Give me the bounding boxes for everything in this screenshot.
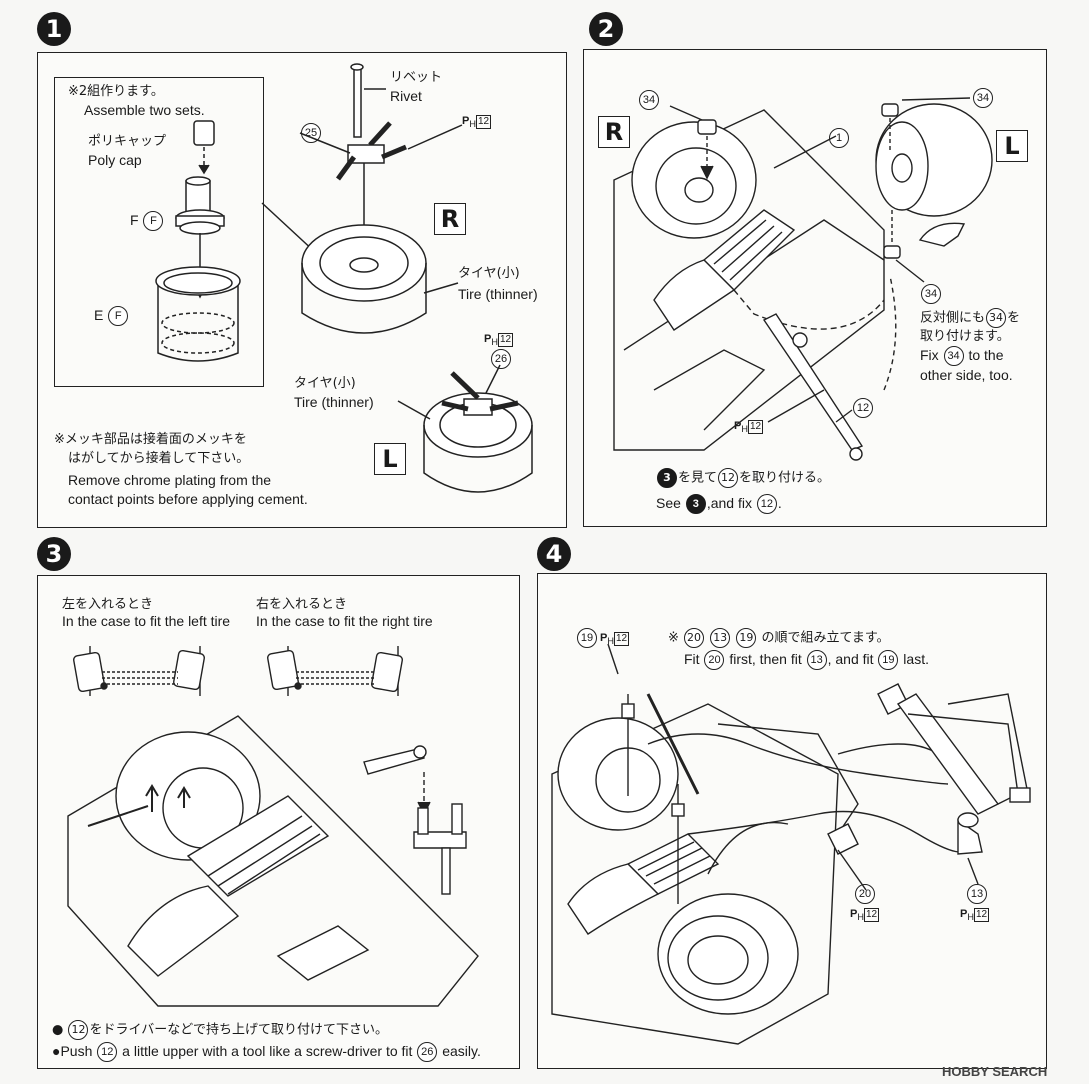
step-1-drawing [155,63,533,493]
step-2-drawing [613,97,993,461]
e-callout: E F [94,306,129,327]
left-case-en: In the case to fit the left tire [62,613,231,629]
right-side-marker: R [598,116,630,148]
part-1-callout: 1 [828,128,850,149]
right-case-en: In the case to fit the right tire [256,613,433,629]
step-1-panel: ※2組作ります。 Assemble two sets. ポリキャップ Poly … [37,52,567,528]
order-jp: ※ 20 13 19 の順で組み立てます。 [668,628,890,648]
part-19-callout: 19 [576,628,598,649]
left-tire-marker: L [374,443,406,475]
chrome-note-jp1: ※メッキ部品は接着面のメッキを [54,432,247,447]
polycap-jp: ポリキャップ [88,134,167,149]
chrome-note-jp2: はがしてから接着して下さい。 [68,451,250,466]
part-34-callout-r: 34 [638,90,660,111]
left-side-marker: L [996,130,1028,162]
note-jp: ※2組作ります。 [68,84,164,99]
chrome-note-en2: contact points before applying cement. [68,491,308,507]
tire-jp: タイヤ(小) [458,266,520,281]
step-4-badge: 4 [537,537,571,571]
order-en: Fit 20 first, then fit 13, and fit 19 la… [684,650,929,671]
chrome-note-en1: Remove chrome plating from the [68,472,272,488]
tire2-jp: タイヤ(小) [294,376,356,391]
tire2-en: Tire (thinner) [294,394,374,410]
sub-assembly-box [54,77,264,387]
part-12-callout: 12 [852,398,874,419]
step-3-badge: 3 [37,537,71,571]
tire-en: Tire (thinner) [458,286,538,302]
watermark: HOBBY SEARCH [942,1064,1048,1079]
f-callout: F F [130,211,164,232]
see-step3-en: See 3,and fix 12. [656,494,782,515]
bullet2-en: ●Push 12 a little upper with a tool like… [52,1042,481,1063]
other-side-jp2: 取り付けます。 [920,329,1010,344]
step-4-drawing [551,643,1031,1045]
part-26-callout: 26 [490,349,512,370]
step-3-drawing [67,646,479,1007]
step-1-badge: 1 [37,12,71,46]
rivet-jp: リベット [390,70,443,85]
part-20-callout: 20 [854,884,876,905]
other-side-en1: Fix 34 to the [920,346,1003,367]
part-13-callout: 13 [966,884,988,905]
step-3-panel: 左を入れるとき In the case to fit the left tire… [37,575,520,1069]
right-tire-marker: R [434,203,466,235]
polycap-en: Poly cap [88,152,142,168]
other-side-en2: other side, too. [920,367,1013,383]
right-case-jp: 右を入れるとき [256,597,348,612]
part-34-callout-l: 34 [972,88,994,109]
note-en: Assemble two sets. [84,102,205,118]
part-34-callout-l2: 34 [920,284,942,305]
rivet-en: Rivet [390,88,422,104]
left-case-jp: 左を入れるとき [62,597,154,612]
step-2-badge: 2 [589,12,623,46]
